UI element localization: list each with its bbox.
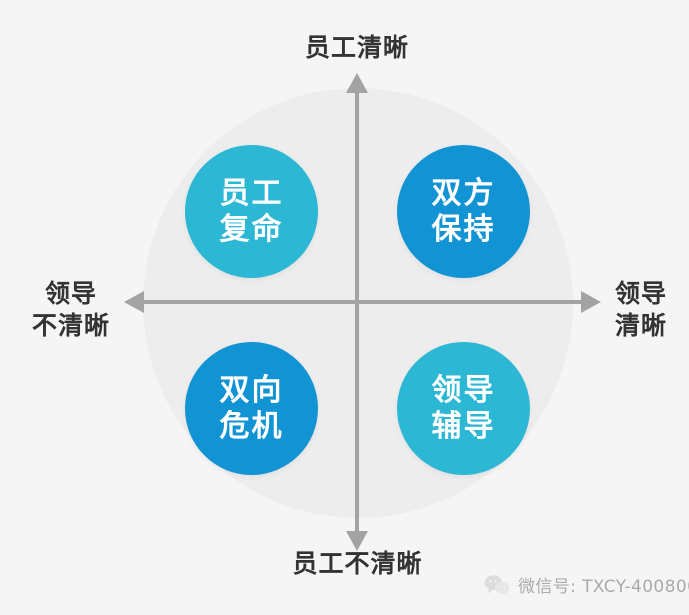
quadrant-bubble-top-left[interactable]: 员工 复命	[185, 145, 318, 278]
horizontal-axis-line	[139, 300, 585, 304]
quadrant-bubble-top-left-line2: 复命	[219, 211, 284, 247]
quadrant-bubble-bottom-right-line1: 领导	[431, 372, 496, 408]
quadrant-bubble-bottom-left-line1: 双向	[219, 372, 284, 408]
vertical-axis-line	[355, 88, 359, 538]
axis-arrow-down-icon	[346, 531, 368, 551]
wechat-id-text: 微信号: TXCY-400800	[518, 577, 689, 597]
quadrant-bubble-top-right-line1: 双方	[431, 175, 496, 211]
wechat-icon	[484, 574, 510, 596]
quadrant-bubble-top-right-line2: 保持	[431, 211, 496, 247]
quadrant-bubble-bottom-left-line2: 危机	[219, 408, 284, 444]
quadrant-bubble-bottom-right-line2: 辅导	[431, 408, 496, 444]
quadrant-bubble-top-left-line1: 员工	[219, 175, 284, 211]
quadrant-bubble-bottom-right[interactable]: 领导 辅导	[397, 342, 530, 475]
axis-arrow-right-icon	[581, 291, 601, 313]
axis-label-right: 领导 清晰	[614, 279, 667, 340]
quadrant-bubble-bottom-left[interactable]: 双向 危机	[185, 342, 318, 475]
axis-arrow-left-icon	[124, 291, 144, 313]
axis-label-bottom: 员工不清晰	[292, 549, 423, 578]
quadrant-bubble-top-right[interactable]: 双方 保持	[397, 145, 530, 278]
axis-label-left: 领导 不清晰	[31, 279, 110, 340]
axis-label-top: 员工清晰	[304, 33, 409, 62]
footer-watermark: 微信号: TXCY-400800	[484, 572, 689, 597]
axis-arrow-up-icon	[346, 73, 368, 93]
